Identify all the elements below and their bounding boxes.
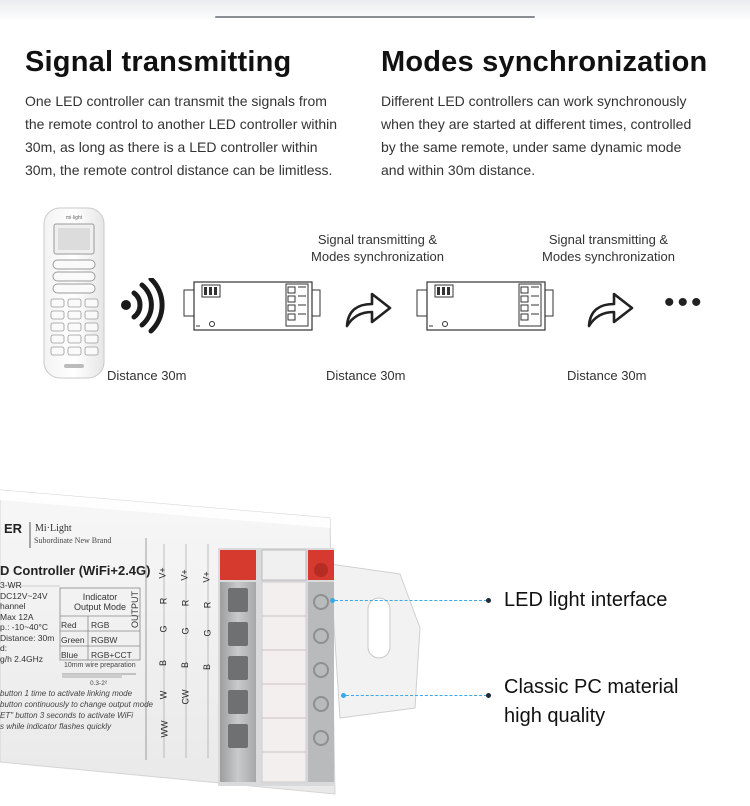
indicator-color: Red bbox=[61, 620, 77, 630]
distance-label: Distance 30m bbox=[107, 368, 187, 383]
description-line: and within 30m distance. bbox=[381, 162, 536, 178]
forward-arrow-icon bbox=[587, 292, 634, 328]
terminal-label: G bbox=[158, 625, 169, 633]
wire-gauge: 0.3-2² bbox=[90, 680, 107, 687]
description-line: when they are started at different times… bbox=[381, 116, 692, 132]
description-line: One LED controller can transmit the sign… bbox=[25, 93, 327, 109]
indicator-color: Blue bbox=[61, 650, 79, 660]
top-shadow bbox=[0, 0, 750, 22]
relay-caption-line: Signal transmitting & bbox=[317, 232, 438, 247]
description-line: by the same remote, under same dynamic m… bbox=[381, 139, 682, 155]
spec-line: 3-WR bbox=[0, 580, 22, 590]
callout-leader bbox=[335, 600, 487, 601]
terminal-label: CW bbox=[180, 689, 191, 705]
terminal-label: G bbox=[180, 627, 191, 635]
heading-signal-transmitting: Signal transmitting bbox=[25, 46, 292, 78]
description-signal-transmitting: One LED controller can transmit the sign… bbox=[25, 90, 375, 182]
spec-line: d: bbox=[0, 643, 8, 653]
feature-pc-material: Classic PC material high quality bbox=[504, 673, 678, 731]
feature-led-interface: LED light interface bbox=[504, 589, 668, 611]
terminal-label: R bbox=[158, 597, 169, 605]
description-line: Different LED controllers can work synch… bbox=[381, 93, 687, 109]
spec-line: Distance: 30m bbox=[0, 632, 55, 643]
callout-leader bbox=[346, 695, 487, 696]
feature-line: Classic PC material bbox=[504, 676, 679, 698]
terminal-label: V+ bbox=[179, 569, 190, 581]
wire-preparation: 10mm wire preparation bbox=[64, 662, 136, 669]
note-line: button continuously to change output mod… bbox=[0, 700, 153, 709]
indicator-color: Green bbox=[61, 635, 85, 645]
indicator-table: Red RGB Green RGBW Blue RGB+CCT bbox=[61, 618, 132, 663]
indicator-title: Indicator Output Mode bbox=[60, 592, 140, 612]
spec-line: DC12V~24V bbox=[0, 590, 48, 601]
brand-name: Mi·Light bbox=[35, 523, 72, 534]
indicator-mode: RGBW bbox=[91, 635, 118, 645]
terminal-label: B bbox=[158, 659, 169, 667]
description-line: 30m, the remote control distance can be … bbox=[25, 162, 333, 178]
callout-anchor bbox=[330, 598, 335, 603]
terminal-label: R bbox=[180, 599, 191, 607]
brand-tagline: Subordinate New Brand bbox=[34, 536, 112, 545]
relay-caption-line: Modes synchronization bbox=[542, 249, 675, 264]
description-line: the remote control to another LED contro… bbox=[25, 116, 338, 132]
controller-icon bbox=[183, 281, 321, 331]
spec-line: hannel bbox=[0, 601, 26, 611]
note-line: button 1 time to activate linking mode bbox=[0, 689, 133, 698]
brand-partial: ER bbox=[4, 521, 23, 536]
spec-line: Max 12A bbox=[0, 611, 34, 622]
terminal-label: B bbox=[202, 663, 213, 671]
indicator-row: Red RGB bbox=[61, 618, 132, 633]
indicator-row: Blue RGB+CCT bbox=[61, 648, 132, 663]
indicator-title-line: Indicator bbox=[82, 592, 118, 602]
terminal-label: W bbox=[158, 690, 169, 700]
spec-list: 3-WR DC12V~24V hannel Max 12A p.: -10~40… bbox=[0, 580, 60, 664]
forward-arrow-icon bbox=[345, 292, 392, 328]
spec-line: p.: -10~40°C bbox=[0, 622, 49, 632]
spec-line: g/h 2.4GHz bbox=[0, 653, 43, 664]
relay-caption-line: Signal transmitting & bbox=[548, 232, 669, 247]
note-line: ET" button 3 seconds to activate WiFi bbox=[0, 711, 134, 720]
terminal-label: WW bbox=[159, 720, 170, 738]
output-label: OUTPUT bbox=[130, 591, 140, 628]
distance-label: Distance 30m bbox=[326, 368, 406, 383]
distance-label: Distance 30m bbox=[567, 368, 647, 383]
product-photo bbox=[0, 489, 421, 795]
description-line: 30m, as long as there is a LED controlle… bbox=[25, 139, 318, 155]
feature-line: high quality bbox=[504, 705, 606, 727]
callout-end bbox=[486, 693, 491, 698]
ellipsis-icon: ••• bbox=[664, 286, 705, 319]
relay-caption: Signal transmitting & Modes synchronizat… bbox=[531, 231, 686, 265]
indicator-mode: RGB+CCT bbox=[91, 650, 132, 660]
top-divider bbox=[215, 16, 535, 18]
terminal-label: V+ bbox=[201, 571, 212, 583]
callout-end bbox=[486, 598, 491, 603]
product-title: D Controller (WiFi+2.4G) bbox=[0, 563, 151, 578]
terminal-label: G bbox=[202, 629, 213, 637]
remote-brand: mi·light bbox=[66, 215, 83, 221]
terminal-label: B bbox=[180, 661, 191, 669]
note-line: s while indicator flashes quickly bbox=[0, 722, 112, 731]
wireless-signal-icon bbox=[121, 278, 165, 334]
controller-icon bbox=[416, 281, 554, 331]
indicator-mode: RGB bbox=[91, 620, 110, 630]
relay-caption-line: Modes synchronization bbox=[311, 249, 444, 264]
callout-anchor bbox=[341, 693, 346, 698]
terminal-label: V+ bbox=[157, 567, 168, 579]
operation-notes: button 1 time to activate linking mode b… bbox=[0, 688, 153, 732]
indicator-row: Green RGBW bbox=[61, 633, 132, 648]
indicator-title-line: Output Mode bbox=[73, 602, 127, 612]
relay-caption: Signal transmitting & Modes synchronizat… bbox=[300, 231, 455, 265]
description-modes-synchronization: Different LED controllers can work synch… bbox=[381, 90, 731, 182]
terminal-label: R bbox=[202, 601, 213, 609]
remote-control-icon: mi·light bbox=[43, 207, 105, 379]
heading-modes-synchronization: Modes synchronization bbox=[381, 46, 708, 78]
